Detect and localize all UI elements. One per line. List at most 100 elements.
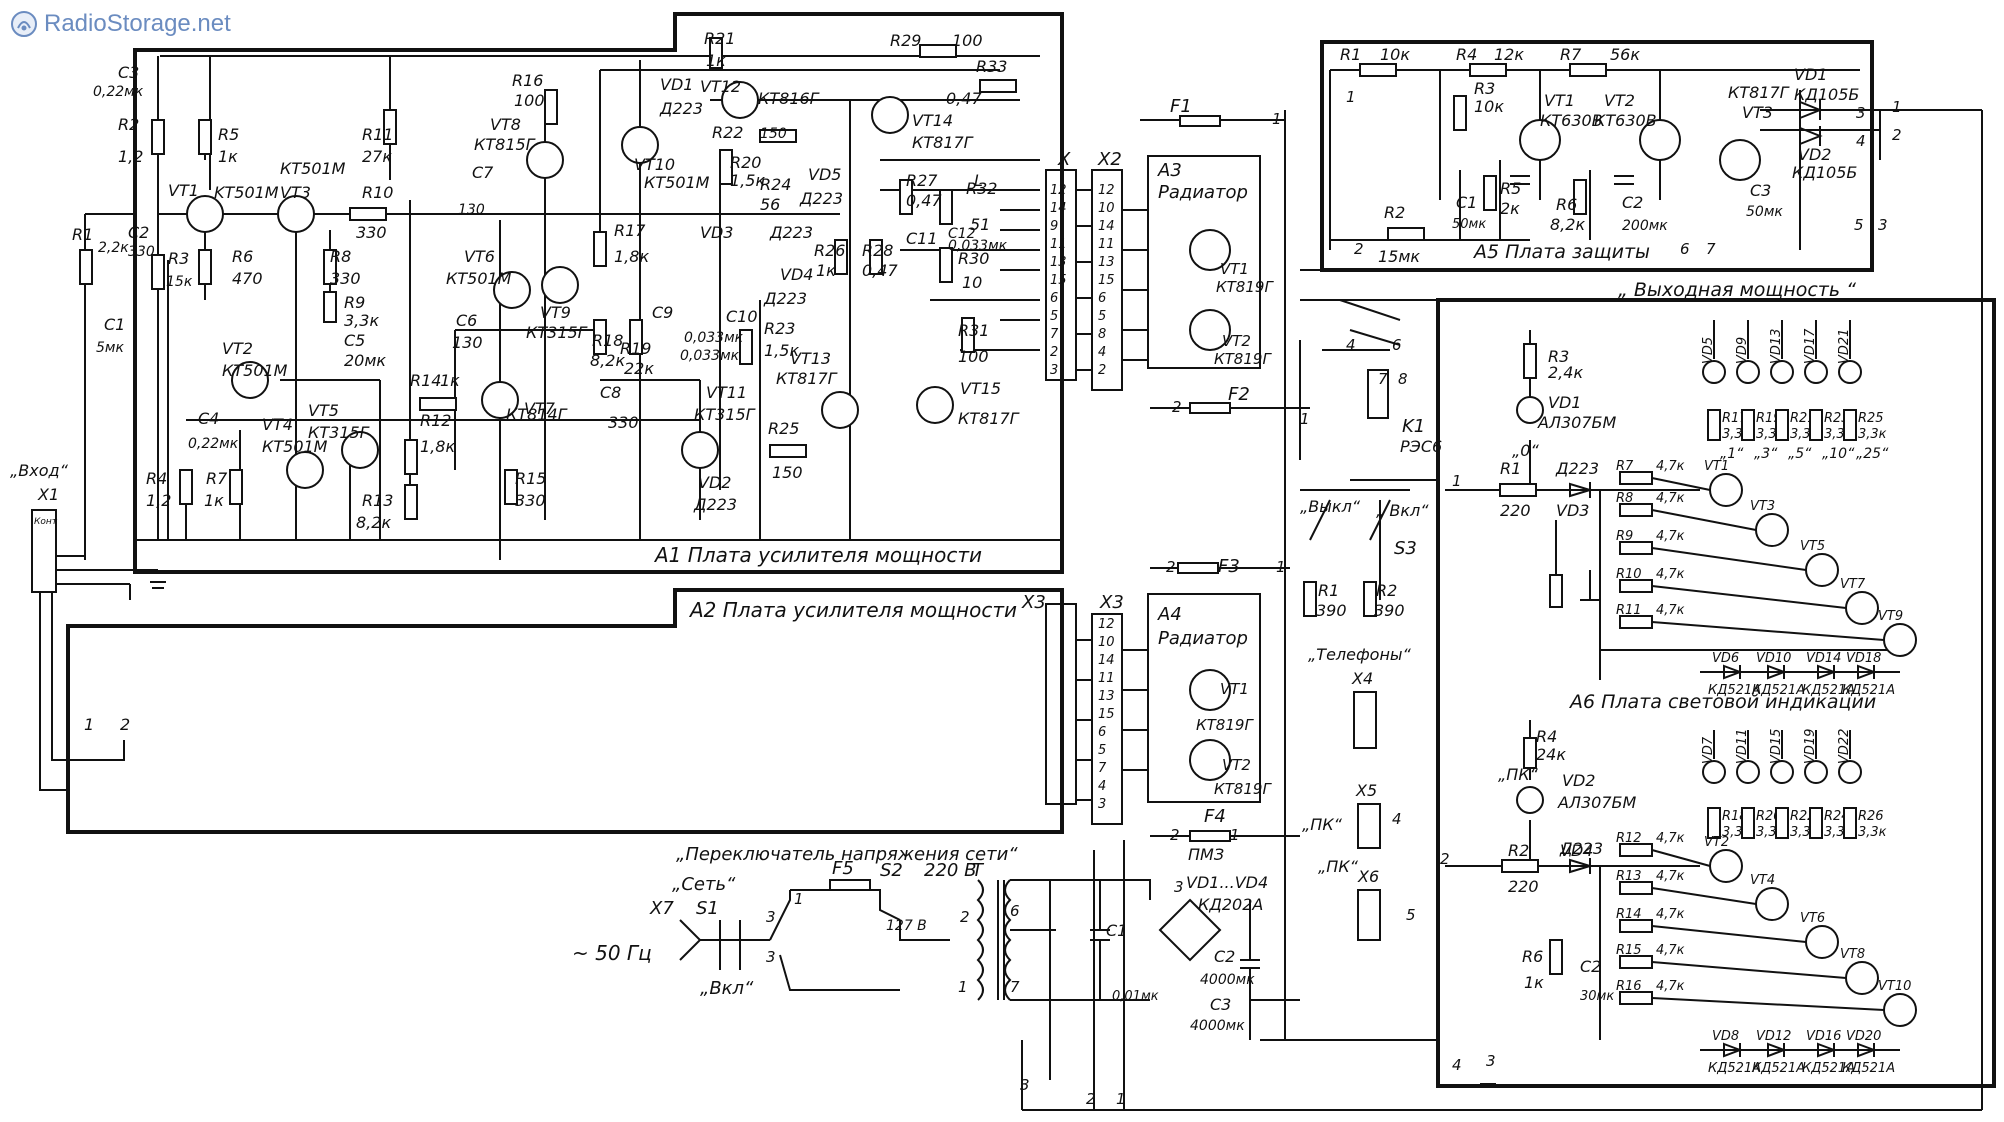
svg-text:8: 8 [1098,327,1106,342]
svg-text:L: L [974,171,983,190]
svg-text:100: 100 [958,347,989,366]
svg-text:R28: R28 [862,241,893,260]
svg-text:VT3: VT3 [280,183,311,202]
svg-text:C2: C2 [1580,957,1601,976]
svg-text:R19: R19 [620,339,651,358]
svg-text:X7: X7 [649,898,674,919]
diode-type: КД521А [1802,683,1855,698]
svg-text:20мк: 20мк [344,351,386,370]
svg-text:1: 1 [1230,826,1240,844]
svg-text:R6: R6 [232,247,253,266]
svg-text:VT10: VT10 [634,155,675,174]
a6-base-wire [1651,925,1807,943]
a6-base-wire [1651,849,1711,867]
led-icon [1702,760,1726,784]
svg-text:8: 8 [1398,370,1408,388]
diode-ref: VD18 [1846,651,1881,666]
base-resistor-ref: R8 [1616,491,1633,506]
svg-text:R13: R13 [362,491,393,510]
svg-text:R11: R11 [362,125,393,144]
svg-text:2: 2 [960,908,970,926]
svg-text:56к: 56к [1610,45,1640,64]
svg-text:КТ630В: КТ630В [1540,111,1603,130]
svg-text:X3: X3 [1021,592,1046,613]
svg-text:R12: R12 [420,411,451,430]
a6-transistor [1845,961,1879,995]
svg-text:13: 13 [1050,255,1067,270]
svg-text:1: 1 [1346,88,1356,106]
diode-type: КД521А [1842,1061,1895,1076]
board-a5-outline [1320,40,1874,272]
svg-text:X1: X1 [37,485,59,504]
svg-text:КТ817Г: КТ817Г [912,133,974,152]
connector-x3-left: X3 [1021,592,1077,805]
svg-text:220 В: 220 В [924,860,976,881]
svg-text:VD1: VD1 [660,75,693,94]
svg-text:0,033мк: 0,033мк [680,348,740,364]
pk-label-2: „ПК“ [1318,857,1359,876]
base-resistor-val: 4,7к [1656,529,1685,544]
svg-text:12: 12 [1050,183,1067,198]
svg-text:S3: S3 [1394,538,1417,559]
svg-text:K1: K1 [1402,416,1425,437]
led-ref: VD21 [1837,329,1852,364]
svg-text:1,5к: 1,5к [764,341,799,360]
svg-text:127 В: 127 В [886,918,927,934]
svg-text:1: 1 [1276,558,1286,576]
svg-text:КТ630В: КТ630В [1594,111,1657,130]
led-ref: VD5 [1701,337,1716,364]
svg-text:2,4к: 2,4к [1548,363,1583,382]
svg-text:F3: F3 [1218,556,1240,577]
svg-text:1,8к: 1,8к [420,437,455,456]
svg-text:R9: R9 [344,293,365,312]
diode-ref: VD6 [1712,651,1739,666]
a6-transistor [1709,473,1743,507]
svg-text:VT1: VT1 [1544,91,1575,110]
base-resistor-val: 4,7к [1656,831,1685,846]
svg-text:VD2: VD2 [1798,145,1831,164]
svg-text:X4: X4 [1351,669,1373,688]
base-resistor-val: 4,7к [1656,491,1685,506]
collector-resistor-val: 3,3к [1858,825,1887,840]
a6-transistor-ref: VT8 [1840,947,1865,962]
svg-text:10: 10 [1098,201,1115,216]
svg-text:R14: R14 [410,371,441,390]
svg-text:КТ819Г: КТ819Г [1214,780,1272,798]
svg-text:0,47: 0,47 [946,89,982,108]
led-ref: VD7 [1701,736,1716,764]
svg-text:390: 390 [1316,601,1347,620]
svg-text:АЛ307БМ: АЛ307БМ [1557,793,1636,812]
ground-symbols [150,581,1496,1085]
svg-text:КТ315Г: КТ315Г [526,323,588,342]
a6-transistor-ref: VT3 [1750,499,1775,514]
svg-text:30мк: 30мк [1580,989,1614,1004]
svg-text:0,033мк: 0,033мк [684,330,744,346]
a2-pin-2: 2 [120,715,130,734]
svg-text:R4: R4 [1456,45,1477,64]
diode-type: КД521А [1708,1061,1761,1076]
svg-text:2: 2 [1098,363,1106,378]
svg-text:Д223: Д223 [693,495,737,514]
svg-text:X2: X2 [1097,149,1122,170]
svg-text:Д223: Д223 [1555,459,1599,478]
svg-text:4: 4 [1098,779,1106,794]
base-resistor-ref: R14 [1616,907,1642,922]
svg-text:VT14: VT14 [912,111,953,130]
svg-text:КТ315Г: КТ315Г [308,423,370,442]
svg-text:7: 7 [1378,370,1388,388]
svg-text:11: 11 [1098,237,1115,252]
svg-text:5: 5 [1098,743,1106,758]
svg-text:ПМЗ: ПМЗ [1188,845,1224,864]
a6-transistor [1883,623,1917,657]
svg-text:1: 1 [794,890,804,908]
svg-text:2: 2 [1166,558,1176,576]
svg-text:C7: C7 [472,163,494,182]
svg-text:100: 100 [952,31,983,50]
svg-text:14: 14 [1050,201,1067,216]
a6-bottom-row: R4 24к „ПК“ VD2 АЛ307БМ R2 220 VD4 Д223 … [1445,720,1700,1040]
svg-text:3: 3 [1856,104,1866,122]
base-resistor-val: 4,7к [1656,943,1685,958]
svg-text:1: 1 [1300,410,1310,428]
svg-text:X6: X6 [1357,867,1379,886]
base-resistor-ref: R11 [1616,603,1642,618]
